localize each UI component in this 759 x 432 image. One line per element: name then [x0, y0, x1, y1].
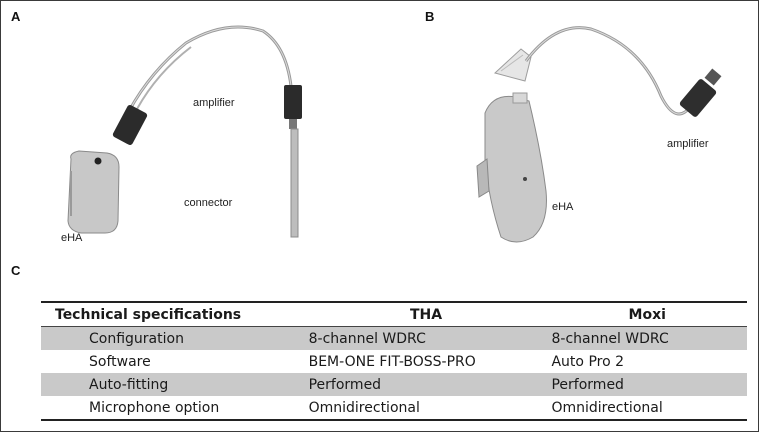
- table-row: Configuration 8-channel WDRC 8-channel W…: [41, 326, 747, 350]
- label-eha-b: eHA: [552, 201, 574, 213]
- row-label: Auto-fitting: [41, 373, 305, 396]
- table-header-row: Technical specifications THA Moxi: [41, 301, 747, 327]
- tha-cell: Performed: [304, 373, 548, 396]
- amplifier-connector-a: [112, 85, 302, 145]
- spec-table: Technical specifications THA Moxi Config…: [41, 301, 747, 421]
- label-connector-a: connector: [184, 197, 233, 209]
- header-moxi: Moxi: [547, 301, 747, 327]
- eha-device-b: [476, 92, 547, 243]
- panel-label-a: A: [11, 9, 21, 24]
- moxi-cell: Performed: [547, 373, 747, 396]
- tha-cell: 8-channel WDRC: [304, 326, 548, 350]
- row-label: Configuration: [41, 326, 305, 350]
- tha-cell: Omnidirectional: [304, 396, 548, 421]
- table-row: Auto-fitting Performed Performed: [41, 373, 747, 396]
- label-eha-a: eHA: [61, 232, 83, 244]
- eha-device-a: [67, 150, 120, 234]
- dome-tip-b: [493, 48, 532, 82]
- header-technical-specifications: Technical specifications: [41, 301, 305, 327]
- connector-tube-a: [290, 128, 299, 238]
- row-label: Software: [89, 353, 151, 370]
- tha-cell: BEM-ONE FIT-BOSS-PRO: [308, 353, 476, 370]
- amplifier-b: [679, 68, 722, 117]
- row-label: Microphone option: [41, 396, 305, 421]
- panel-label-b: B: [425, 9, 435, 24]
- cable-a: [127, 25, 293, 112]
- device-photos: [67, 25, 722, 243]
- table-row: Microphone option Omnidirectional Omnidi…: [41, 396, 747, 421]
- header-tha: THA: [304, 301, 548, 327]
- moxi-cell: 8-channel WDRC: [547, 326, 747, 350]
- label-amplifier-b: amplifier: [667, 138, 709, 150]
- moxi-cell: Auto Pro 2: [551, 353, 625, 370]
- panel-label-c: C: [11, 263, 21, 278]
- moxi-cell: Omnidirectional: [547, 396, 747, 421]
- table-row: Software BEM-ONE FIT-BOSS-PRO Auto Pro 2: [41, 350, 747, 373]
- label-amplifier-a: amplifier: [193, 97, 235, 109]
- cable-b: [524, 26, 693, 116]
